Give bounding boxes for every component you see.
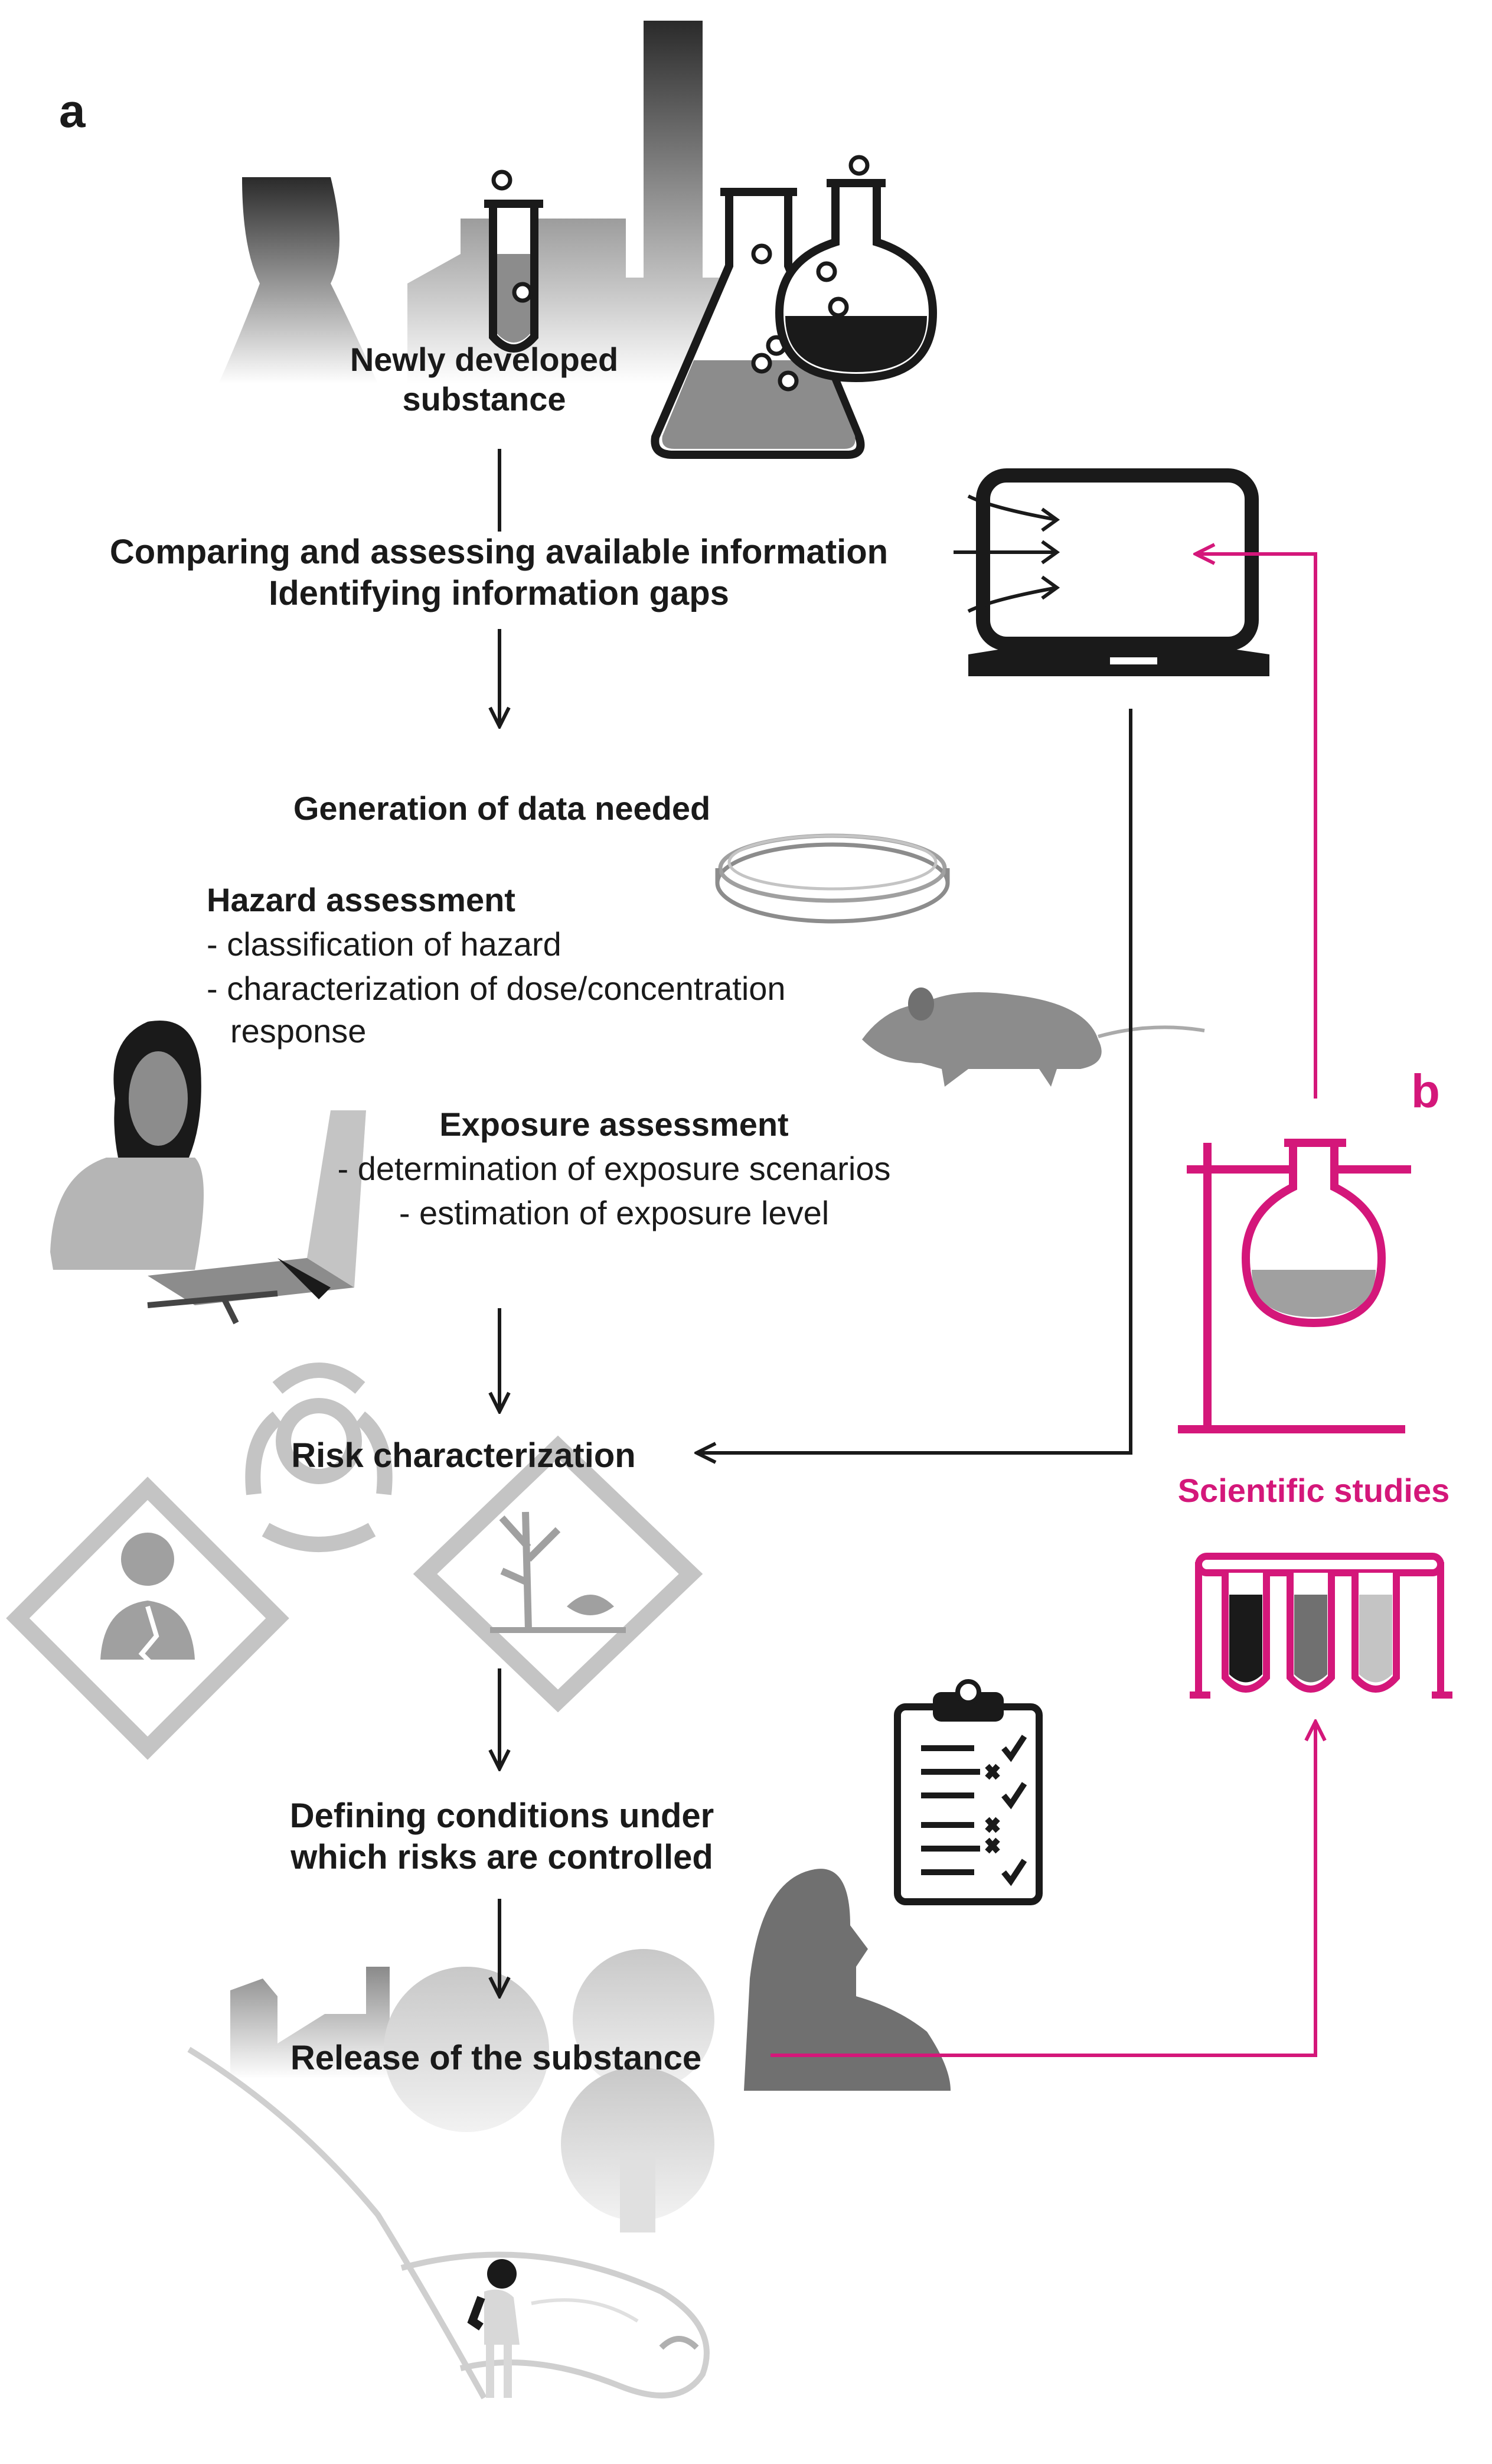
hazard-item-classification: - classification of hazard — [207, 925, 561, 963]
arrow-studies-to-laptop — [1196, 554, 1317, 1099]
generation-of-data-label: Generation of data needed — [293, 790, 711, 827]
laptop-icon — [954, 468, 1269, 676]
arrow-release-to-studies — [771, 1722, 1315, 2057]
scientific-studies-label: Scientific studies — [1177, 1472, 1450, 1509]
panel-label-b: b — [1411, 1065, 1440, 1117]
flow-connectors — [499, 449, 1132, 1996]
checklist-icon — [894, 1679, 1043, 1905]
newly-developed-line1: Newly developed — [350, 341, 619, 378]
test-tube-rack-icon — [1190, 1553, 1452, 1699]
arrow-laptop-to-risk — [697, 709, 1132, 1453]
flask-on-stand-icon — [1178, 1139, 1411, 1433]
landscape-icon — [187, 1949, 714, 2400]
factory-icon — [218, 21, 732, 384]
feedback-connectors — [771, 554, 1317, 2057]
mouse-icon — [862, 987, 1205, 1087]
hazard-assessment-title: Hazard assessment — [207, 881, 515, 918]
petri-dish-icon — [715, 833, 950, 924]
person-icon — [744, 1869, 951, 2091]
comparing-assessing-label: Comparing and assessing available inform… — [41, 532, 956, 614]
defining-line2: which risks are controlled — [290, 1837, 713, 1876]
hazard-item-characterization: - characterization of dose/concentration — [207, 970, 786, 1007]
comparing-line1: Comparing and assessing available inform… — [109, 533, 889, 571]
comparing-line2: Identifying information gaps — [269, 573, 729, 612]
health-hazard-icon — [6, 1477, 289, 1760]
newly-developed-substance-label: Newly developed substance — [319, 340, 649, 419]
exposure-item-level: - estimation of exposure level — [399, 1194, 830, 1231]
exposure-assessment-title: Exposure assessment — [439, 1106, 789, 1143]
defining-line1: Defining conditions under — [289, 1797, 714, 1835]
environment-hazard-icon — [413, 1435, 703, 1713]
biohazard-icon — [245, 1363, 393, 1552]
defining-conditions-label: Defining conditions under which risks ar… — [177, 1795, 827, 1878]
woman-with-laptop-icon — [50, 1020, 366, 1325]
exposure-item-scenarios: - determination of exposure scenarios — [337, 1150, 891, 1187]
hazard-item-response: response — [230, 1012, 367, 1050]
erlenmeyer-flask-icon — [651, 188, 865, 459]
panel-label-a: a — [59, 84, 86, 137]
risk-characterization-label: Risk characterization — [291, 1436, 636, 1475]
round-flask-icon — [775, 155, 938, 383]
newly-developed-line2: substance — [402, 380, 566, 418]
release-of-substance-label: Release of the substance — [290, 2039, 702, 2077]
test-tube-icon — [484, 170, 543, 353]
